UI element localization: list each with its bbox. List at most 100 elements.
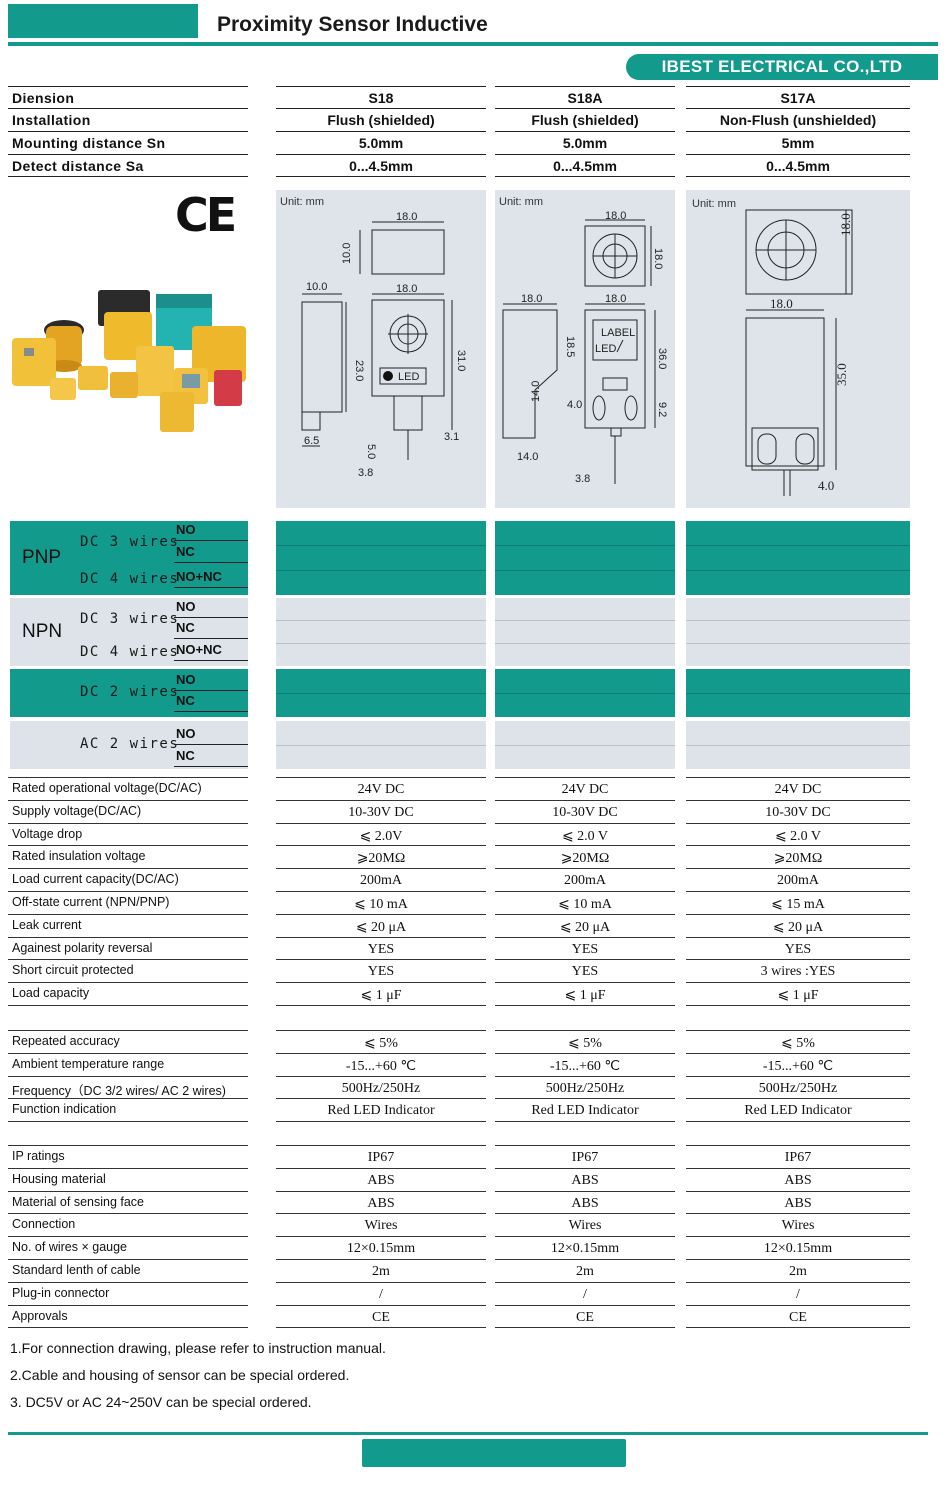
footer-block — [362, 1439, 626, 1467]
spec-value: / — [583, 1286, 587, 1302]
wiring-cell-divider — [276, 745, 486, 746]
spec-value: ⩽ 10 mA — [354, 897, 408, 912]
spec-value: ⩽ 1 μF — [360, 988, 402, 1004]
spec-label: Standard lenth of cable — [12, 1263, 141, 1277]
spec-row-divider — [8, 1213, 248, 1215]
spec-group-top-rule — [686, 1145, 910, 1146]
spec-value: ⩽ 20 μA — [559, 919, 611, 935]
spec-row-divider — [276, 982, 486, 984]
spec-row-divider — [8, 1121, 248, 1123]
spec-row-divider — [8, 1098, 248, 1100]
spec-row-divider — [495, 1121, 675, 1123]
header-row-label: Installation — [12, 112, 91, 128]
page-title: Proximity Sensor Inductive — [217, 13, 488, 36]
spec-row-divider — [686, 1327, 910, 1329]
spec-row-divider — [686, 1052, 910, 1054]
note-3: 3. DC5V or AC 24~250V can be special ord… — [10, 1394, 312, 1410]
spec-row-divider — [276, 845, 486, 847]
wiring-cell-divider — [276, 620, 486, 622]
dim-s18a-label: LABEL — [601, 327, 635, 339]
spec-group-top-rule — [8, 777, 248, 778]
wire-count-label: AC 2 wires — [80, 736, 180, 752]
spec-value: ABS — [367, 1172, 395, 1188]
wiring-cell-divider — [495, 545, 675, 547]
spec-row-divider — [495, 868, 675, 870]
header-cell-model: S18A — [567, 90, 603, 106]
wiring-band-label — [10, 521, 248, 595]
spec-row-divider — [276, 822, 486, 824]
spec-label: Frequency（DC 3/2 wires/ AC 2 wires) — [12, 1083, 226, 1098]
spec-label: Load current capacity(DC/AC) — [12, 872, 179, 887]
s18a-drawing: 18.0 18.0 18.0 18.0 LABEL LED 18.5 36.0 … — [502, 210, 668, 485]
ce-mark: CE — [175, 188, 237, 242]
spec-row-divider — [8, 913, 248, 915]
row-divider — [276, 108, 486, 109]
spec-row-divider — [686, 1213, 910, 1215]
spec-row-divider — [276, 959, 486, 961]
dimension-diagram-s18a: Unit: mm 18.0 18.0 18.0 1 — [495, 190, 675, 508]
dim-s17a-cable: 4.0 — [818, 478, 834, 493]
spec-row-divider — [276, 891, 486, 892]
spec-row-divider — [495, 1167, 675, 1169]
output-type-label: NPN — [22, 621, 63, 642]
spec-row-divider — [276, 1121, 486, 1123]
output-divider — [174, 540, 248, 541]
spec-group-top-rule — [8, 1145, 248, 1146]
spec-value: 3 wires :YES — [760, 964, 836, 980]
spec-value: ABS — [784, 1195, 812, 1211]
header-cell-detect_distance: 0...4.5mm — [349, 158, 413, 174]
spec-row-divider — [686, 1098, 910, 1100]
spec-row-divider — [276, 1005, 486, 1006]
spec-value: 24V DC — [561, 782, 609, 797]
spec-value: / — [796, 1286, 800, 1302]
spec-row-divider — [686, 1236, 910, 1238]
dim-s18a-w2: 9.2 — [656, 402, 668, 417]
spec-value: YES — [367, 941, 395, 957]
spec-value: Red LED Indicator — [327, 1103, 435, 1119]
wiring-cell-divider — [686, 642, 910, 644]
spec-label: No. of wires × gauge — [12, 1240, 127, 1255]
dim-s18-foot: 6.5 — [304, 435, 319, 447]
spec-label: Connection — [12, 1217, 76, 1232]
spec-value: ⩾20MΩ — [773, 851, 823, 867]
row-divider — [686, 108, 910, 109]
output-divider — [174, 660, 248, 661]
spec-value: CE — [372, 1309, 390, 1325]
spec-label: Supply voltage(DC/AC) — [12, 803, 142, 818]
spec-label: Againest polarity reversal — [12, 940, 153, 955]
spec-value: YES — [571, 941, 599, 957]
output-divider — [174, 617, 248, 618]
wire-count-label: DC 3 wires — [80, 611, 180, 627]
spec-row-divider — [276, 1098, 486, 1100]
spec-value: ⩽ 2.0V — [359, 828, 403, 844]
dim-s18-h-top: 10.0 — [341, 243, 353, 264]
spec-row-divider — [276, 799, 486, 801]
wire-count-label: DC 3 wires — [80, 534, 180, 550]
spec-row-divider — [495, 1259, 675, 1260]
wiring-band-label — [10, 721, 248, 769]
spec-value: Wires — [568, 1218, 602, 1234]
spec-label: Function indication — [12, 1102, 117, 1117]
dim-s18-front-h: 31.0 — [455, 350, 467, 371]
wiring-cell-divider — [276, 569, 486, 571]
output-mode-label: NO — [176, 599, 196, 614]
spec-value: -15...+60 ℃ — [345, 1058, 417, 1074]
output-mode-label: NO — [176, 522, 196, 537]
spec-group-top-rule — [686, 777, 910, 778]
row-divider — [686, 176, 910, 177]
note-1: 1.For connection drawing, please refer t… — [10, 1340, 386, 1356]
wiring-cell-divider — [686, 745, 910, 746]
spec-row-divider — [276, 913, 486, 915]
header-cell-installation: Flush (shielded) — [531, 112, 639, 128]
spec-row-divider — [8, 1236, 248, 1238]
spec-value: Wires — [781, 1218, 815, 1234]
spec-value: -15...+60 ℃ — [762, 1058, 834, 1074]
row-divider — [686, 154, 910, 155]
row-divider — [276, 176, 486, 177]
dim-s18a-top-w: 18.0 — [605, 210, 626, 222]
spec-group-top-rule — [495, 777, 675, 778]
dim-s17a-height: 35.0 — [834, 363, 849, 386]
dim-s18a-top-h: 18.0 — [652, 248, 664, 269]
row-divider — [8, 154, 248, 155]
spec-label: Short circuit protected — [12, 963, 134, 978]
